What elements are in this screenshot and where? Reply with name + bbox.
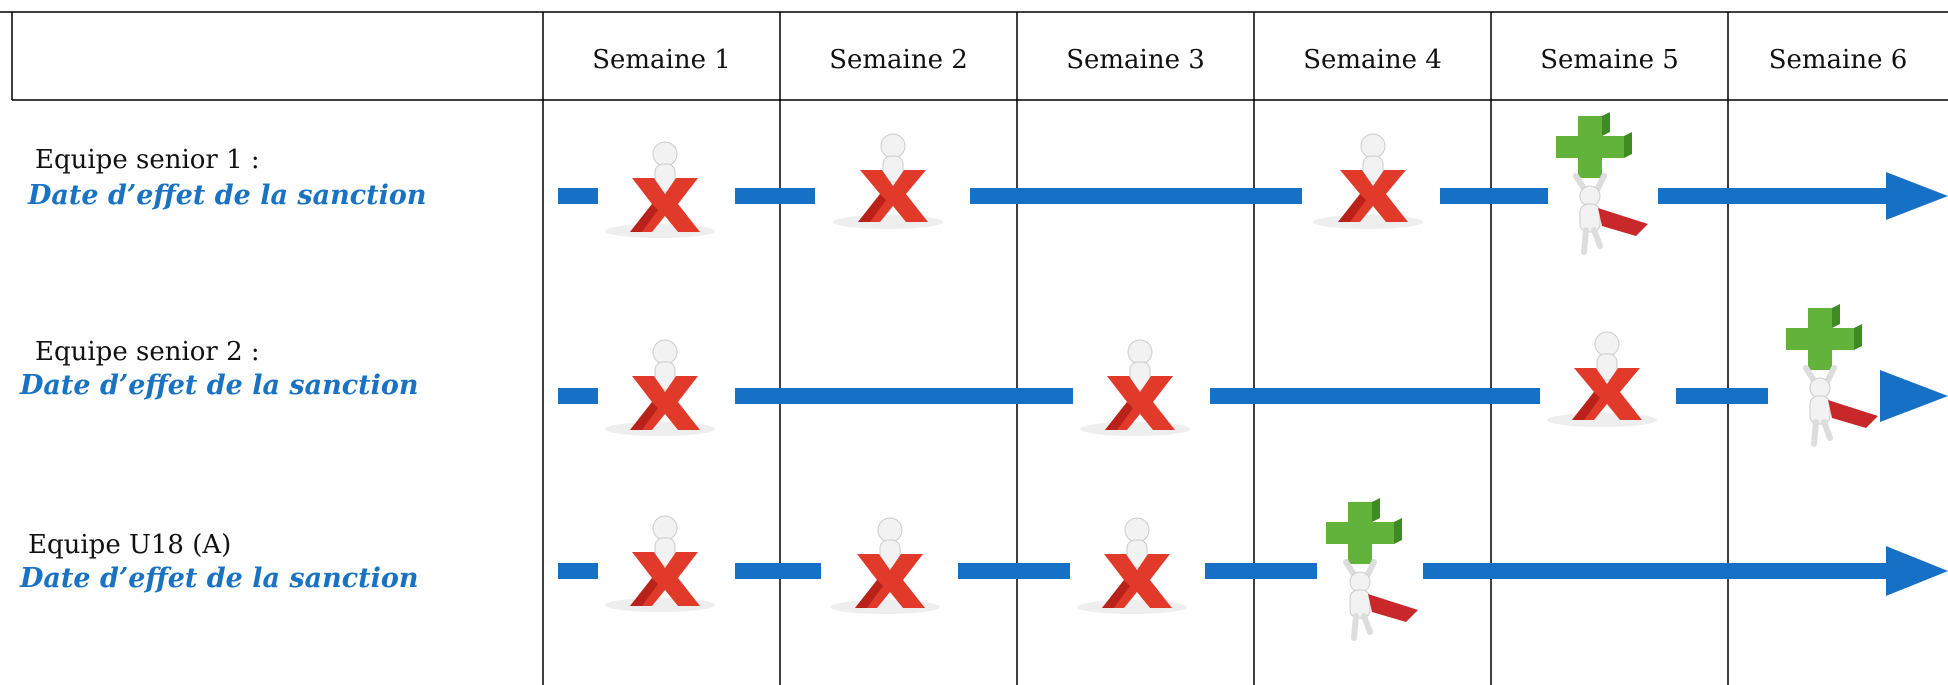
red-cross-icon bbox=[1547, 331, 1657, 427]
team-name-2: Equipe senior 2 : bbox=[35, 337, 260, 367]
week-header-3: Semaine 3 bbox=[1066, 45, 1205, 75]
week-header-1: Semaine 1 bbox=[592, 45, 731, 75]
team-subtitle-2: Date d’effet de la sanction bbox=[20, 370, 419, 401]
timeline-segment bbox=[558, 388, 598, 404]
timeline-segment bbox=[1440, 188, 1548, 204]
week-header-2: Semaine 2 bbox=[829, 45, 968, 75]
week-header-5: Semaine 5 bbox=[1540, 45, 1679, 75]
green-plus-superhero-icon bbox=[1326, 498, 1418, 641]
red-cross-icon bbox=[605, 141, 715, 238]
timeline-segment bbox=[1205, 563, 1317, 579]
timeline-segment bbox=[1658, 188, 1888, 204]
timeline-segment bbox=[970, 188, 1302, 204]
timeline-row-1 bbox=[558, 172, 1948, 220]
timeline-segment bbox=[558, 188, 598, 204]
green-plus-superhero-icon bbox=[1786, 304, 1878, 447]
timeline-segment bbox=[1676, 388, 1768, 404]
team-subtitle-3: Date d’effet de la sanction bbox=[20, 563, 419, 594]
week-header-6: Semaine 6 bbox=[1768, 45, 1908, 75]
team-name-3: Equipe U18 (A) bbox=[28, 530, 232, 560]
timeline-segment bbox=[1210, 388, 1540, 404]
red-cross-icon bbox=[1080, 339, 1190, 436]
red-cross-icon bbox=[833, 133, 943, 229]
red-cross-icon bbox=[830, 517, 940, 614]
red-cross-icon bbox=[605, 515, 715, 612]
red-cross-icon bbox=[1313, 133, 1423, 229]
red-cross-icon bbox=[1077, 517, 1187, 614]
team-name-1: Equipe senior 1 : bbox=[35, 145, 260, 175]
week-header-4: Semaine 4 bbox=[1303, 45, 1442, 75]
timeline-arrowhead bbox=[1880, 370, 1948, 422]
timeline-segment bbox=[735, 188, 815, 204]
timeline-row-3 bbox=[558, 546, 1948, 596]
timeline-segment bbox=[735, 388, 1073, 404]
timeline-segment bbox=[958, 563, 1070, 579]
red-cross-icon bbox=[605, 339, 715, 436]
timeline-arrowhead bbox=[1886, 546, 1948, 596]
green-plus-superhero-icon bbox=[1556, 112, 1648, 255]
timeline-segment bbox=[558, 563, 598, 579]
timeline-segment bbox=[735, 563, 821, 579]
timeline-row-2 bbox=[558, 370, 1948, 422]
timeline-arrowhead bbox=[1886, 172, 1948, 220]
timeline-segment bbox=[1423, 563, 1891, 579]
team-subtitle-1: Date d’effet de la sanction bbox=[28, 180, 427, 211]
